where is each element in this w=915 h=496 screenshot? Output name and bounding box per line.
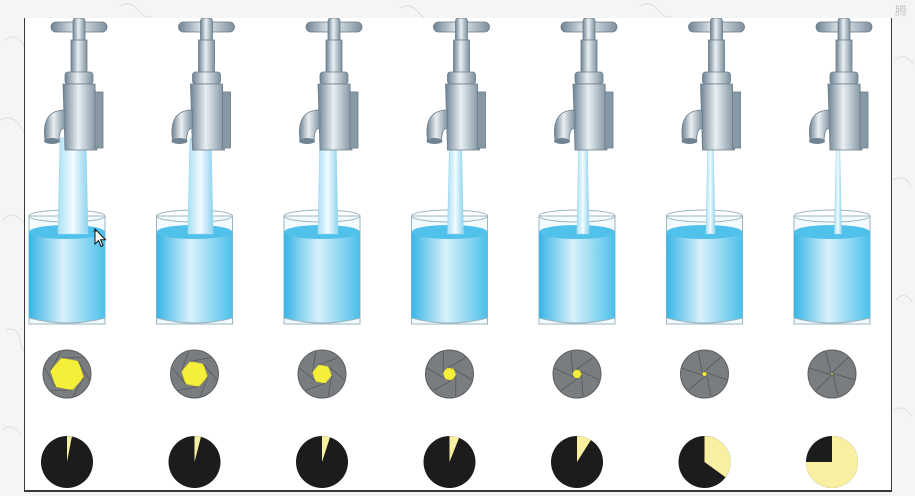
water-stream	[705, 137, 716, 235]
water-stream	[834, 137, 842, 235]
shutter-icon	[41, 436, 93, 488]
stage-column	[411, 17, 490, 488]
shutter-icon	[296, 436, 348, 488]
exposure-diagram	[28, 17, 873, 488]
faucet-icon	[681, 17, 745, 151]
stage-column	[28, 17, 108, 488]
faucet-icon	[171, 17, 235, 151]
faucet-icon	[299, 17, 363, 151]
mouse-cursor-icon	[93, 228, 107, 248]
aperture-icon	[170, 349, 219, 399]
stage-column	[666, 17, 745, 488]
water-stream	[57, 137, 89, 235]
diagram-panel	[24, 17, 892, 492]
glass-icon	[793, 209, 871, 325]
faucet-icon	[554, 17, 618, 151]
faucet-icon	[809, 17, 873, 151]
shutter-icon	[806, 436, 858, 488]
aperture-icon	[807, 349, 857, 399]
aperture-icon	[552, 349, 602, 399]
stage-column	[283, 17, 363, 488]
aperture-icon	[680, 349, 729, 399]
shutter-icon	[678, 436, 731, 488]
stage-column	[538, 17, 618, 488]
stage-column	[793, 17, 873, 488]
stage-column	[156, 17, 235, 488]
water-stream	[447, 137, 464, 235]
shutter-icon	[168, 436, 221, 488]
water-stream	[317, 137, 339, 235]
corner-badge: 腾	[894, 4, 907, 18]
aperture-icon	[42, 349, 92, 399]
aperture-icon	[425, 349, 474, 399]
glass-icon	[411, 209, 488, 325]
water-stream	[576, 137, 590, 235]
aperture-icon	[297, 349, 347, 399]
shutter-icon	[423, 436, 476, 488]
glass-icon	[666, 209, 743, 325]
faucet-icon	[44, 17, 108, 151]
shutter-icon	[551, 436, 603, 488]
faucet-icon	[426, 17, 490, 151]
water-stream	[187, 137, 214, 235]
